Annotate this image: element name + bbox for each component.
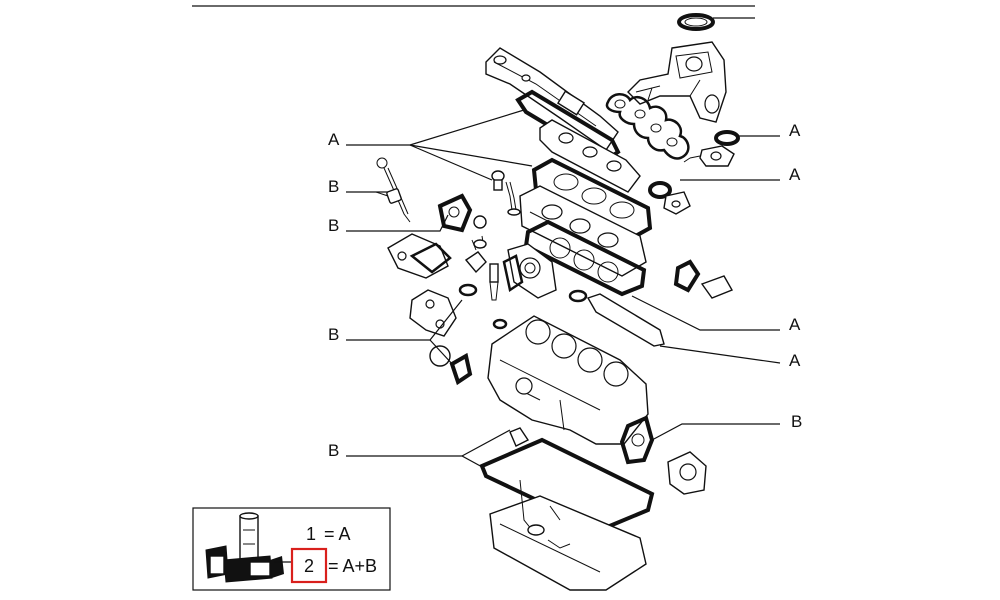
egr-ring-and-sensor <box>683 130 740 167</box>
exhaust-manifold <box>627 13 727 123</box>
legend-box: 1 = A 2 = A+B <box>192 507 391 591</box>
callout-a-coolant: A <box>789 315 801 334</box>
valve-cover-gasket <box>515 89 621 163</box>
callout-b-oil-pan: B <box>328 441 339 460</box>
crankshaft-seal-gasket <box>619 415 655 465</box>
water-pump-housing <box>502 243 557 299</box>
engine-bracket <box>409 289 457 337</box>
gasket-kit-icon <box>205 512 284 583</box>
callout-b-thermostat: B <box>328 216 339 235</box>
temperature-sensor <box>464 235 487 274</box>
legend-row2-number: 2 <box>304 556 314 576</box>
legend-row1-formula: = A <box>324 524 351 544</box>
camshaft-carrier <box>539 119 641 193</box>
leader-lines <box>346 17 781 469</box>
valve-and-seal <box>491 170 521 216</box>
callout-b-pump: B <box>328 325 339 344</box>
rear-seal-housing <box>667 451 707 495</box>
oil-pan <box>489 427 647 591</box>
coolant-pipe <box>568 289 665 347</box>
manifold-flange-gasket <box>648 181 691 215</box>
sender-unit <box>489 263 499 301</box>
oil-pressure-sensor <box>375 188 402 204</box>
coolant-flange-gasket <box>673 259 734 299</box>
engine-block <box>487 315 649 445</box>
exhaust-manifold-gasket <box>605 93 690 160</box>
sealing-washer-2 <box>492 318 508 330</box>
oil-pump-pickup <box>519 479 571 549</box>
callout-b-dipstick: B <box>328 177 339 196</box>
callout-a-top-left: A <box>328 130 340 149</box>
callout-b-rear-seal: B <box>791 412 802 431</box>
callout-a-egr: A <box>789 121 801 140</box>
thermostat-housing <box>387 233 452 279</box>
callout-a-manifold: A <box>789 165 801 184</box>
water-pump <box>429 345 473 386</box>
thermostat-flange-gasket <box>437 193 487 233</box>
sealing-washer-1 <box>458 283 478 297</box>
callout-a-pipe: A <box>789 351 801 370</box>
legend-highlight-box <box>290 547 328 584</box>
oil-pan-gasket <box>479 437 655 533</box>
legend-row2-formula: = A+B <box>328 556 377 576</box>
legend-row1-number: 1 <box>306 524 316 544</box>
